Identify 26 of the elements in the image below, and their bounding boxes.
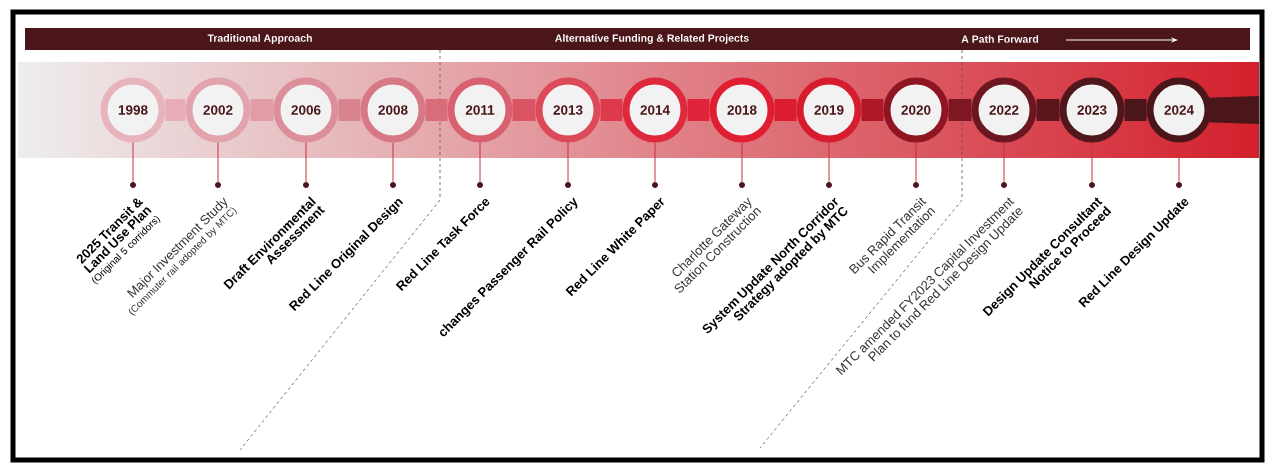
stem-line	[741, 142, 743, 183]
stem-line	[305, 142, 307, 183]
header-bar: Traditional Approach Alternative Funding & Related Projects A Path Forward	[25, 28, 1250, 50]
stem-line	[1091, 142, 1093, 183]
connector-pipe	[1036, 99, 1060, 121]
connector-pipe	[687, 99, 710, 121]
connector-pipe	[165, 99, 186, 121]
connector-pipe	[338, 99, 361, 121]
connector-pipe	[1124, 99, 1147, 121]
connector-pipe	[774, 99, 797, 121]
connector-pipe	[600, 99, 623, 121]
stem-line	[479, 142, 481, 183]
connector-pipe	[512, 99, 536, 121]
stem-line	[567, 142, 569, 183]
stem-line	[217, 142, 219, 183]
connector-pipe	[250, 99, 274, 121]
stem-line	[1178, 142, 1180, 183]
stem-line	[828, 142, 830, 183]
stem-line	[915, 142, 917, 183]
stem-line	[392, 142, 394, 183]
connector-pipe	[425, 99, 448, 121]
connector-pipe	[948, 99, 972, 121]
stem-line	[132, 142, 134, 183]
stem-line	[1003, 142, 1005, 183]
stem-line	[654, 142, 656, 183]
connector-pipe	[861, 99, 884, 121]
